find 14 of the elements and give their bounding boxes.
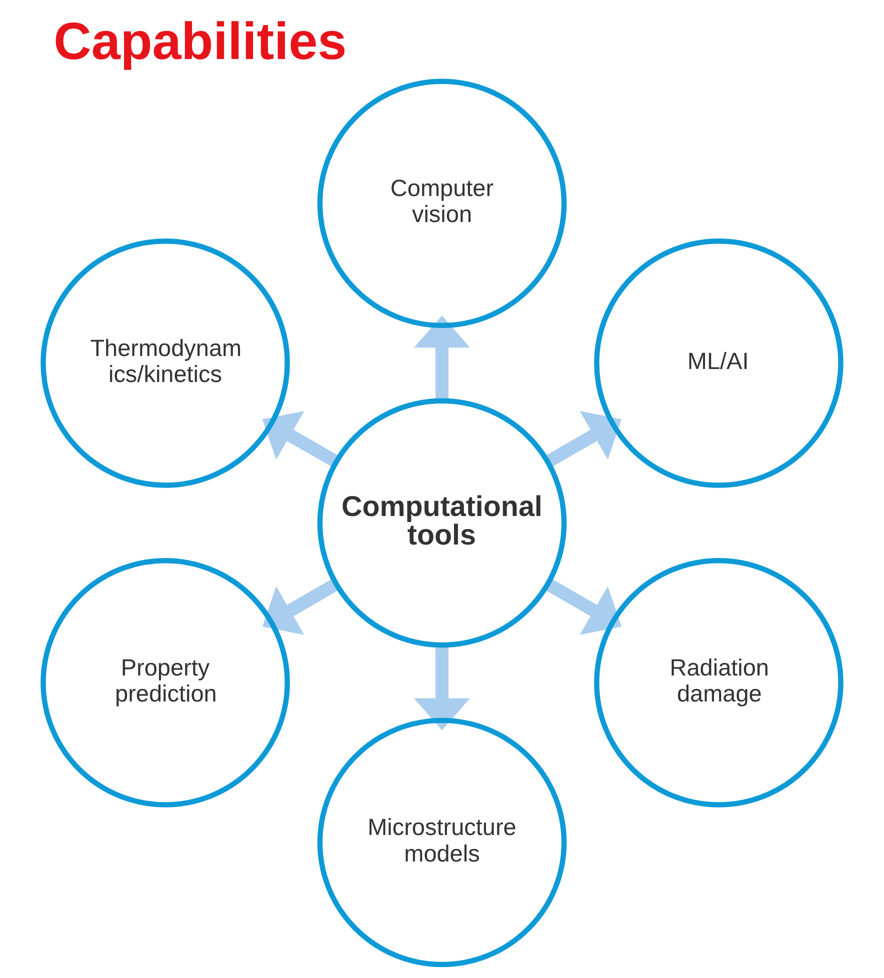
arrow [262, 578, 340, 635]
arrow [414, 316, 470, 401]
node-circle: Computer vision [317, 78, 567, 328]
arrow [262, 411, 340, 468]
node-circle: Radiation damage [594, 558, 844, 808]
node-circle: Computational tools [317, 398, 567, 648]
arrow [544, 411, 622, 468]
diagram-title: Capabilities [54, 13, 347, 72]
arrow [544, 578, 622, 635]
node-circle: ML/AI [594, 238, 844, 488]
node-circle: Property prediction [40, 558, 290, 808]
arrow [414, 645, 470, 730]
node-circle: Microstructure models [317, 718, 567, 968]
node-circle: Thermodynam ics/kinetics [40, 238, 290, 488]
